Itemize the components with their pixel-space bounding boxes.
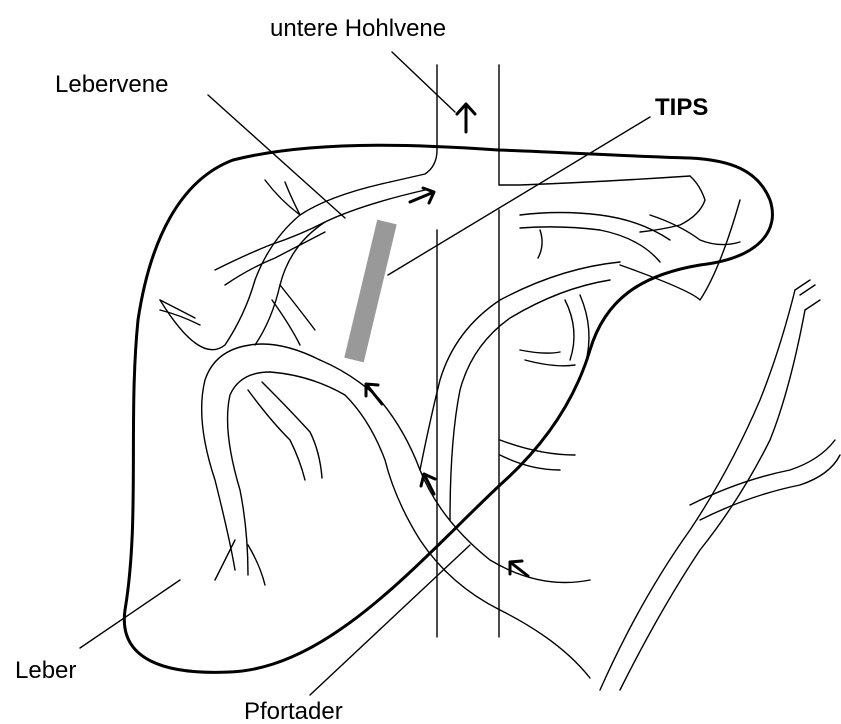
label-hepatic-vein: Lebervene — [55, 71, 168, 98]
label-inferior-vena-cava: untere Hohlvene — [270, 15, 446, 42]
label-liver: Leber — [15, 657, 76, 684]
label-portal-vein: Pfortader — [244, 698, 343, 724]
right-vessels — [520, 176, 840, 690]
up-left-arrow — [421, 474, 435, 494]
flow-arrows — [366, 104, 528, 576]
leader-inferior-vena-cava — [392, 52, 455, 112]
leader-portal-vein — [310, 545, 470, 695]
leader-lines — [80, 52, 650, 695]
leader-liver — [80, 580, 180, 648]
liver-outline — [124, 145, 772, 672]
leader-hepatic-vein — [208, 95, 345, 218]
tips-stent — [354, 222, 387, 360]
up-left-arrow — [366, 384, 382, 404]
up-arrow — [457, 104, 475, 132]
portal-vein — [202, 262, 620, 678]
label-tips: TIPS — [655, 94, 708, 121]
